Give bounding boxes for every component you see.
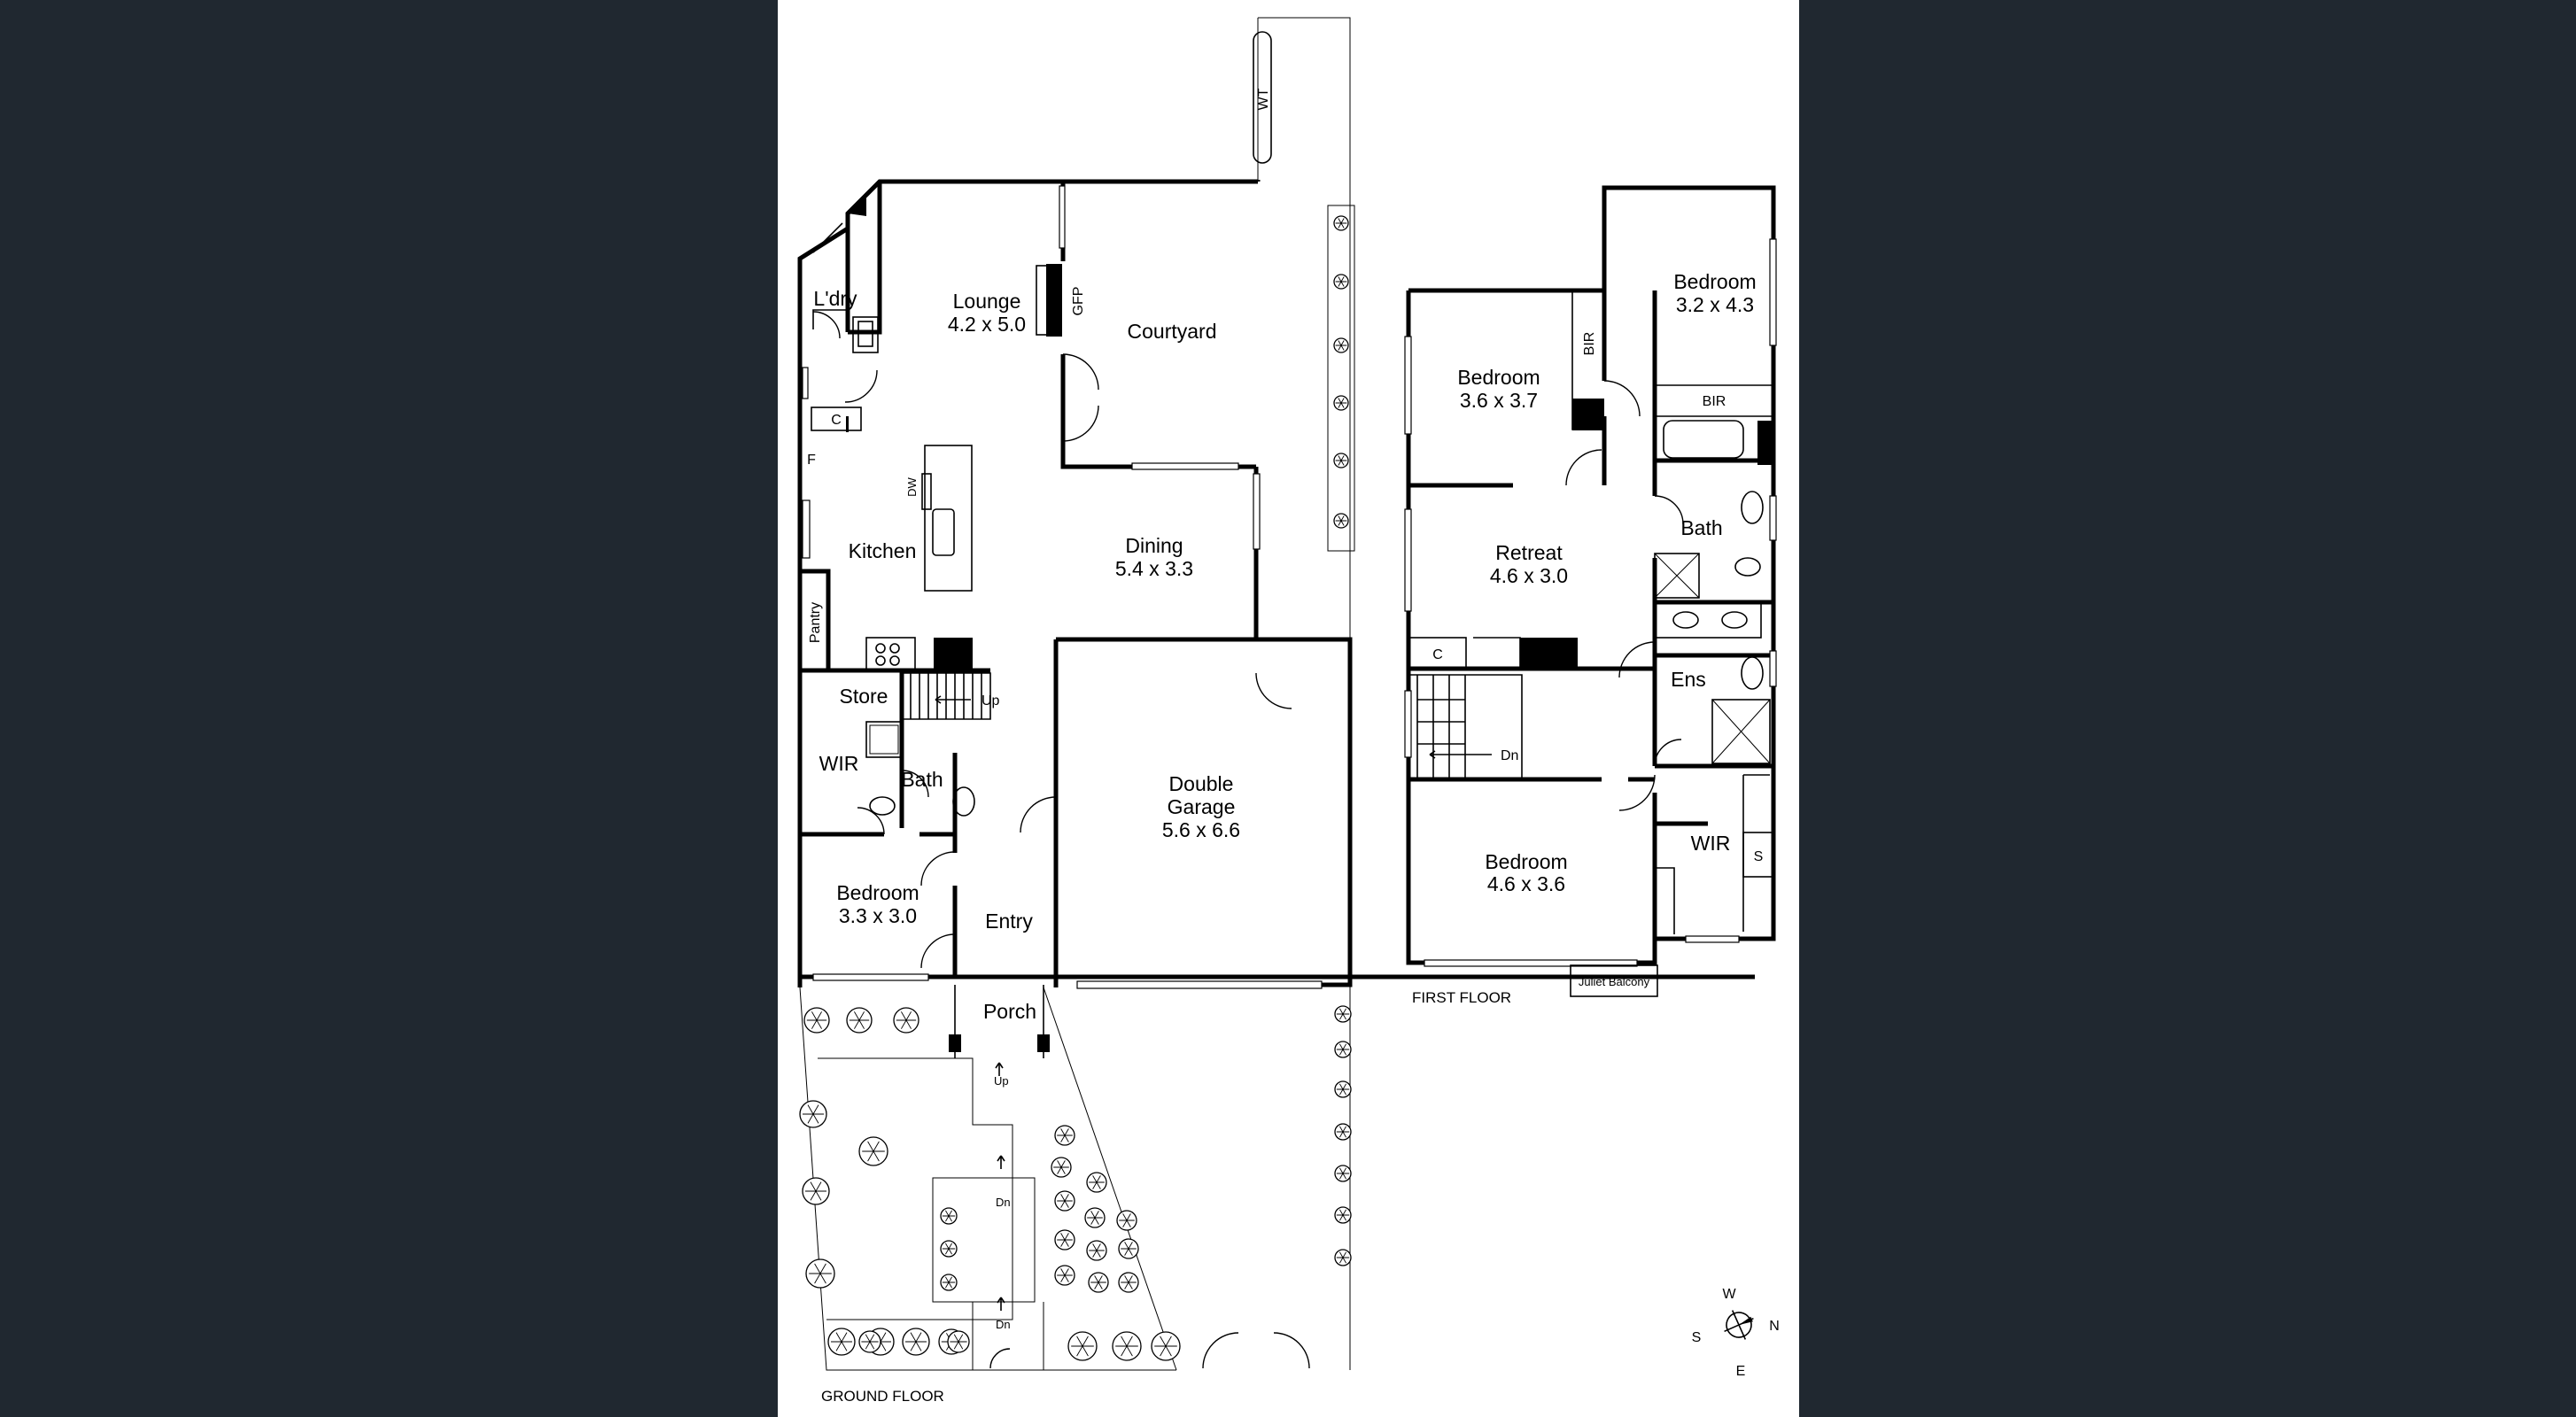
tree-symbol xyxy=(1118,1238,1139,1259)
water-tank xyxy=(1253,31,1272,164)
tree-symbol xyxy=(1334,1249,1352,1266)
floorplan-sheet: WT xyxy=(778,0,1799,1417)
bedroom-main-label: Bedroom xyxy=(1485,850,1567,873)
tree-symbol xyxy=(1118,1272,1139,1293)
tree-symbol xyxy=(1334,1165,1352,1182)
tree-symbol xyxy=(1333,337,1349,353)
pantry-label: Pantry xyxy=(808,602,823,643)
tree-symbol xyxy=(1084,1207,1106,1228)
tree-symbol xyxy=(1333,453,1349,468)
tree-symbol xyxy=(802,1177,830,1205)
wir-first-label: WIR xyxy=(1691,832,1731,855)
bedroom-main-size: 4.6 x 3.6 xyxy=(1487,872,1565,895)
wir-ground-label: WIR xyxy=(819,752,859,775)
first-floor-label: FIRST FLOOR xyxy=(1412,989,1511,1006)
courtyard-label: Courtyard xyxy=(1128,320,1217,343)
tree-symbol xyxy=(1054,1190,1075,1212)
garage-size: 5.6 x 6.6 xyxy=(1162,818,1240,841)
dining-label: Dining xyxy=(1125,534,1183,557)
bedroom-ground-label: Bedroom xyxy=(836,881,919,904)
stairs-up-label: Up xyxy=(982,693,1000,708)
tree-symbol xyxy=(893,1007,919,1034)
ensuite-label: Ens xyxy=(1671,668,1706,691)
porch-up-label: Up xyxy=(994,1074,1009,1088)
shelf-label: S xyxy=(1754,849,1764,864)
tree-symbol xyxy=(1334,1005,1352,1023)
floorplan-drawing: WT xyxy=(797,17,1780,1405)
store-label: Store xyxy=(840,685,888,708)
bir-vertical-label: BIR xyxy=(1582,332,1597,356)
gas-fireplace-label: GFP xyxy=(1071,287,1086,316)
retreat-label: Retreat xyxy=(1495,541,1563,564)
ground-floor-plan: WT xyxy=(797,17,1755,1371)
tree-symbol xyxy=(1333,395,1349,411)
tree-symbol xyxy=(1333,274,1349,290)
compass-west: W xyxy=(1722,1287,1736,1302)
kitchen-label: Kitchen xyxy=(849,539,917,562)
tree-symbol xyxy=(1112,1331,1142,1361)
cupboard-first-label: C xyxy=(1432,647,1443,662)
stairs-down-label: Dn xyxy=(1501,748,1518,763)
juliet-balcony-label: Juliet Balcony xyxy=(1579,975,1650,988)
laundry-label: L'dry xyxy=(813,287,857,310)
tree-symbol xyxy=(1054,1229,1075,1251)
tree-symbol xyxy=(1334,1080,1352,1098)
lounge-label: Lounge xyxy=(953,290,1021,313)
dishwasher-label: DW xyxy=(905,476,919,496)
tree-symbol xyxy=(1333,513,1349,529)
tree-symbol xyxy=(947,1330,970,1353)
tree-symbol xyxy=(1334,1123,1352,1141)
tree-symbol xyxy=(940,1207,958,1225)
steps-down-label-2: Dn xyxy=(996,1318,1011,1331)
tree-symbol xyxy=(1051,1157,1072,1178)
tree-symbol xyxy=(827,1328,856,1356)
garage-label-2: Garage xyxy=(1168,795,1236,818)
tree-symbol xyxy=(940,1240,958,1258)
tree-symbol xyxy=(940,1274,958,1291)
bedroom-nw-label: Bedroom xyxy=(1457,366,1540,389)
bir-horizontal-label: BIR xyxy=(1703,394,1726,409)
fridge-label: F xyxy=(807,453,816,468)
tree-symbol xyxy=(858,1330,881,1353)
entry-label: Entry xyxy=(985,910,1033,933)
tree-symbol xyxy=(1067,1331,1098,1361)
tree-symbol xyxy=(1151,1331,1181,1361)
tree-symbol xyxy=(803,1007,830,1034)
bedroom-ne-size: 3.2 x 4.3 xyxy=(1676,293,1754,316)
first-floor-plan: BIR BIR C Dn S xyxy=(1404,185,1777,997)
dining-size: 5.4 x 3.3 xyxy=(1115,557,1193,580)
bedroom-ground-size: 3.3 x 3.0 xyxy=(839,904,917,927)
tree-symbol xyxy=(1086,1172,1107,1193)
steps-down-label-1: Dn xyxy=(996,1196,1011,1209)
compass-south: S xyxy=(1692,1330,1702,1345)
ground-floor-label: GROUND FLOOR xyxy=(821,1388,944,1405)
laundry-cupboard-label: C xyxy=(831,413,842,428)
tree-symbol xyxy=(1054,1125,1075,1146)
bedroom-ne-label: Bedroom xyxy=(1673,270,1756,293)
tree-symbol xyxy=(902,1328,930,1356)
tree-symbol xyxy=(846,1007,873,1034)
compass-rose xyxy=(1724,1310,1754,1340)
bath-ground-label: Bath xyxy=(901,768,943,791)
tree-symbol xyxy=(1086,1240,1107,1261)
porch-label: Porch xyxy=(983,1000,1036,1023)
tree-symbol xyxy=(805,1258,835,1289)
compass-north: N xyxy=(1769,1319,1780,1334)
tree-symbol xyxy=(1334,1041,1352,1058)
tree-symbol xyxy=(799,1100,827,1128)
tree-symbol xyxy=(1334,1206,1352,1224)
bath-first-label: Bath xyxy=(1680,516,1722,539)
tree-symbol xyxy=(858,1136,888,1166)
retreat-size: 4.6 x 3.0 xyxy=(1490,564,1568,587)
lounge-size: 4.2 x 5.0 xyxy=(948,313,1026,336)
compass-east: E xyxy=(1736,1364,1746,1379)
tree-symbol xyxy=(1054,1265,1075,1286)
tree-symbol xyxy=(1333,215,1349,231)
tree-symbol xyxy=(1088,1272,1109,1293)
garage-label-1: Double xyxy=(1169,772,1234,795)
tree-symbol xyxy=(1116,1210,1137,1231)
water-tank-label: WT xyxy=(1256,88,1271,110)
garden-plantings xyxy=(799,215,1352,1361)
bedroom-nw-size: 3.6 x 3.7 xyxy=(1460,389,1538,412)
